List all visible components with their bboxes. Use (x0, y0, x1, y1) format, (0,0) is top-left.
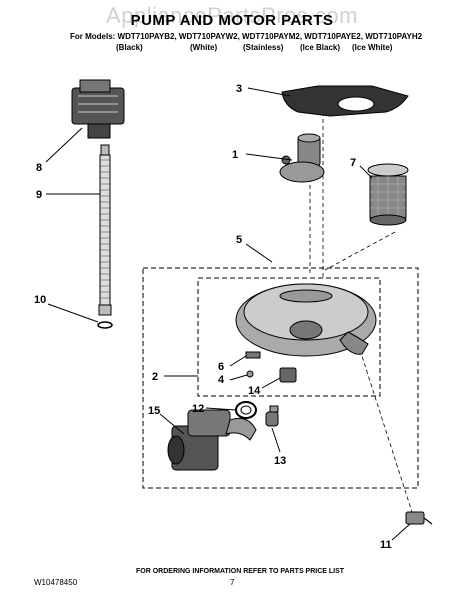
dashed-connector (359, 349, 413, 513)
callout-12: 12 (192, 403, 204, 415)
leader-line-8 (45, 127, 83, 163)
outer-assembly-box (142, 267, 419, 489)
part-12-seal (235, 401, 257, 419)
leader-line-5 (245, 243, 273, 263)
leader-line-11 (391, 523, 411, 541)
callout-4: 4 (218, 374, 225, 386)
leader-line-6 (229, 355, 247, 367)
callout-1: 1 (232, 149, 238, 161)
variant-ice-black: (Ice Black) (300, 43, 341, 52)
callout-3: 3 (236, 83, 242, 95)
watermark: AppliancePartsPros.com (106, 3, 358, 28)
callout-11: 11 (380, 539, 392, 551)
page-number: 7 (230, 578, 235, 587)
leader-line-1 (245, 153, 293, 161)
part-1-impeller (279, 133, 325, 183)
part-8-pump-housing (71, 79, 125, 139)
part-5-sump (235, 283, 377, 357)
variant-ice-white: (Ice White) (352, 43, 393, 52)
leader-line-12 (205, 407, 237, 411)
callout-6: 6 (218, 361, 224, 373)
part-11-sensor (405, 511, 433, 525)
variant-black: (Black) (116, 43, 143, 52)
callout-15: 15 (148, 405, 160, 417)
leader-line-13 (271, 427, 281, 453)
dashed-connector (324, 231, 396, 271)
inner-assembly-box (197, 277, 381, 397)
models-line: For Models: WDT710PAYB2, WDT710PAYW2, WD… (70, 32, 423, 41)
callout-14: 14 (248, 385, 261, 397)
callout-10: 10 (34, 294, 46, 306)
part-10-clamp (97, 321, 113, 329)
callout-5: 5 (236, 234, 242, 246)
leader-line-10 (47, 303, 99, 323)
part-9-corrugated-hose (98, 144, 112, 316)
page-title: PUMP AND MOTOR PARTS (130, 12, 334, 29)
callout-7: 7 (350, 157, 356, 169)
part-7-filter (367, 163, 409, 226)
leader-line-4 (229, 374, 248, 381)
leader-line-14 (261, 377, 281, 389)
callout-13: 13 (274, 455, 286, 467)
callout-2: 2 (152, 371, 158, 383)
variant-white: (White) (190, 43, 218, 52)
part-6-bracket (245, 351, 261, 359)
document-number: W10478450 (34, 578, 78, 587)
leader-line-3 (247, 87, 291, 97)
part-15-motor (167, 409, 257, 471)
variant-stainless: (Stainless) (243, 43, 284, 52)
leader-line-7 (359, 165, 373, 179)
callout-9: 9 (36, 189, 42, 201)
part-14-connector (279, 367, 297, 383)
ordering-note: FOR ORDERING INFORMATION REFER TO PARTS … (136, 568, 345, 575)
part-4-screw (246, 370, 254, 378)
callout-8: 8 (36, 162, 42, 174)
leader-line-15 (159, 413, 185, 435)
part-13-fitting (265, 405, 279, 427)
